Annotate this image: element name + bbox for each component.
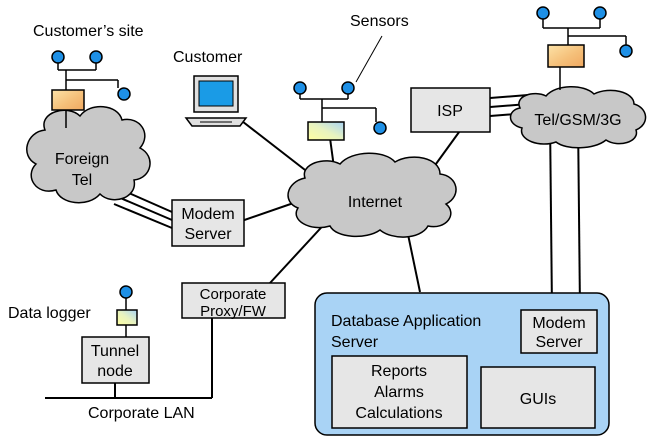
tunnel-node-label-2: node [97, 363, 133, 380]
customers-site-label: Customer’s site [33, 23, 144, 40]
foreign-tel-label-1: Foreign [55, 151, 109, 168]
computer-icon [184, 75, 248, 127]
corporate-proxy-label-2: Proxy/FW [200, 303, 267, 320]
foreign-tel-label-2: Tel [72, 172, 92, 189]
cloud-tel-gsm [509, 86, 647, 149]
modem-server-left-label-1: Modem [181, 206, 234, 223]
modem-server-right-label-2: Server [535, 334, 583, 351]
reports-label-3: Calculations [355, 405, 442, 422]
corporate-lan-label: Corporate LAN [88, 405, 195, 422]
sensor-group-top-right [536, 6, 633, 90]
internet-label: Internet [348, 194, 403, 211]
modem-server-left: Modem Server [171, 199, 245, 247]
modem-server-left-label-2: Server [184, 226, 232, 243]
sensors-pointer [355, 35, 383, 83]
reports-label-2: Alarms [374, 384, 424, 401]
data-logger-device [116, 285, 138, 337]
reports-label-1: Reports [371, 363, 427, 380]
tunnel-node-label-1: Tunnel [91, 343, 139, 360]
customer-label: Customer [173, 49, 243, 66]
isp-box: ISP [410, 87, 491, 133]
corporate-proxy-box: Corporate Proxy/FW [181, 282, 286, 320]
modem-server-right: Modem Server [520, 309, 598, 354]
sensor-group-customers-site [51, 50, 131, 128]
corporate-proxy-label-1: Corporate [200, 286, 267, 303]
cloud-foreign-tel [26, 106, 151, 204]
db-server-label-2: Server [331, 334, 379, 351]
guis-box: GUIs [480, 366, 596, 429]
tunnel-node-box: Tunnel node [81, 336, 150, 384]
guis-label: GUIs [520, 391, 556, 408]
data-logger-label: Data logger [8, 305, 91, 322]
reports-box: Reports Alarms Calculations [331, 355, 468, 429]
cloud-internet [287, 152, 457, 238]
modem-server-right-label-1: Modem [532, 315, 585, 332]
tel-gsm-label: Tel/GSM/3G [534, 112, 621, 129]
sensors-label: Sensors [350, 13, 409, 30]
db-server-label-1: Database Application [331, 313, 481, 330]
isp-label: ISP [437, 103, 463, 120]
sensor-group-center [293, 81, 387, 141]
